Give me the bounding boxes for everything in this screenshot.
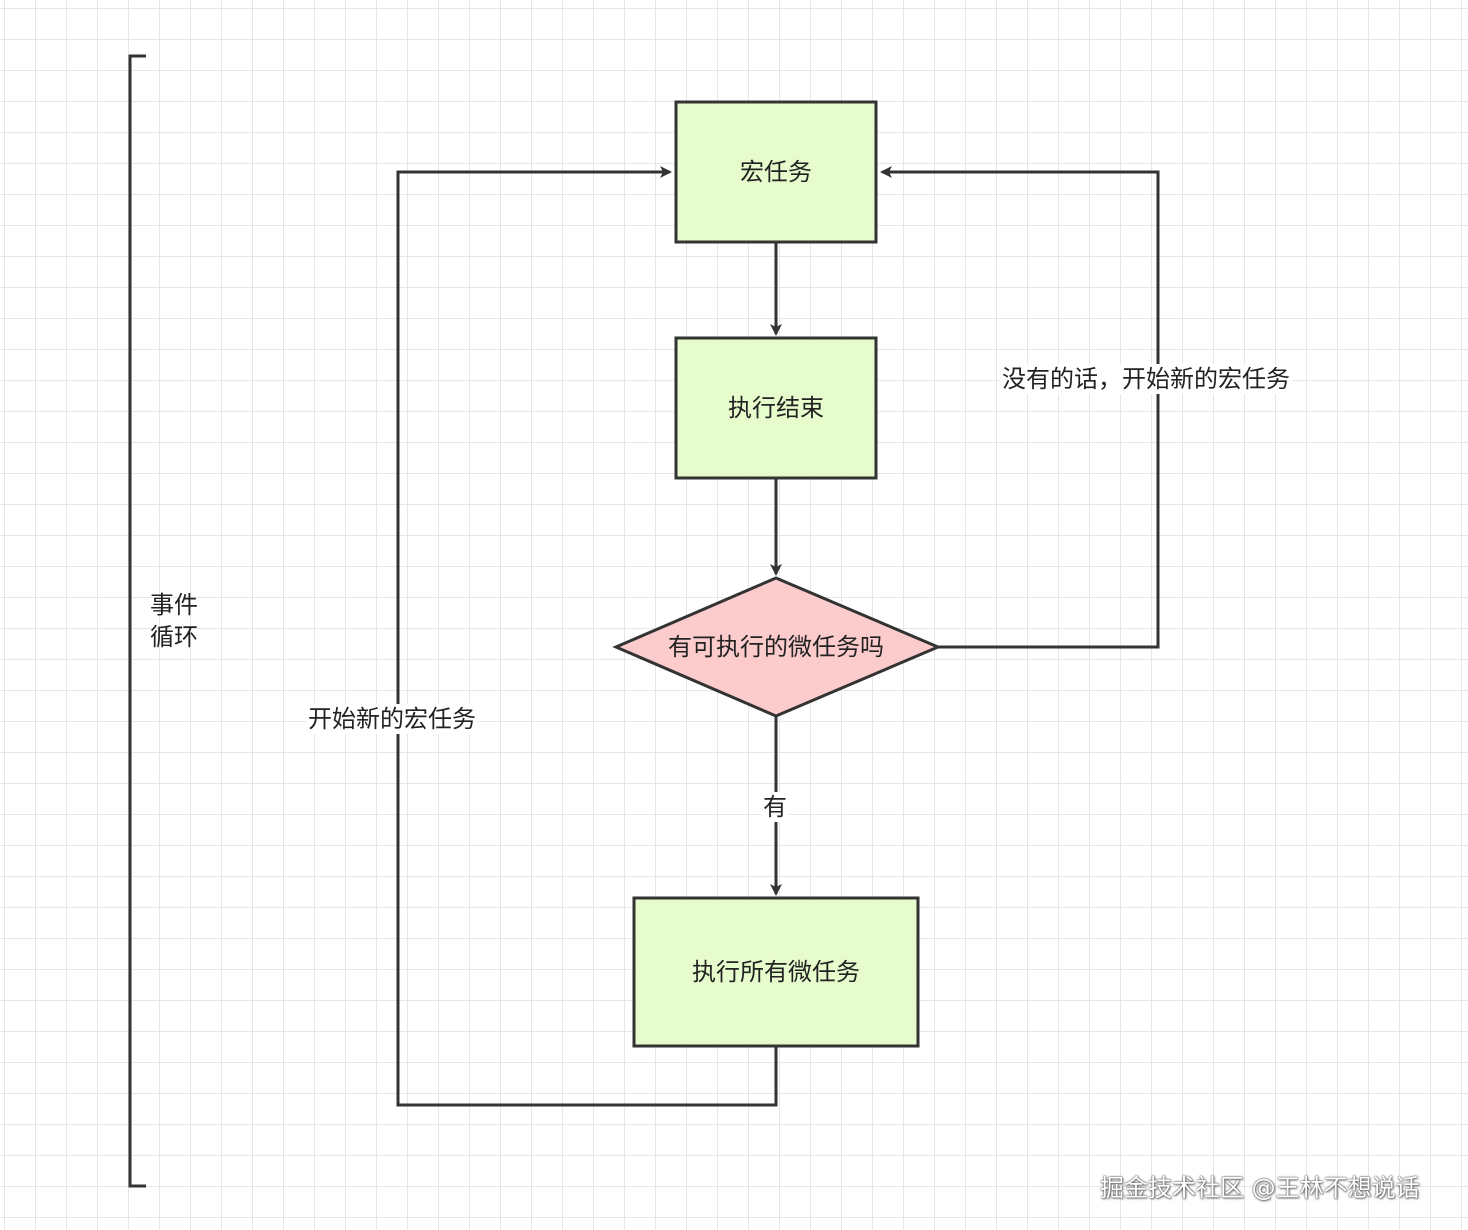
watermark: 掘金技术社区 @王林不想说话: [1100, 1174, 1420, 1202]
node-decision: 有可执行的微任务吗: [612, 576, 942, 718]
edge-label-yes: 有: [761, 792, 789, 822]
edge-micro-to-macro: [396, 166, 778, 1107]
event-loop-label: 事件 循环: [150, 591, 198, 651]
event-loop-bracket: [128, 54, 146, 1188]
node-decision-label: 有可执行的微任务吗: [668, 633, 884, 661]
node-exec-all-micro-label: 执行所有微任务: [692, 958, 860, 986]
edge-label-start-new: 开始新的宏任务: [306, 704, 478, 734]
edge-label-no-start-new: 没有的话，开始新的宏任务: [1000, 364, 1292, 394]
node-exec-end-label: 执行结束: [728, 394, 824, 422]
node-macro-task-label: 宏任务: [740, 158, 812, 186]
node-macro-task: 宏任务: [674, 100, 878, 244]
node-exec-all-micro: 执行所有微任务: [632, 896, 920, 1048]
edge-decision-no-to-macro: [880, 166, 1160, 649]
node-exec-end: 执行结束: [674, 336, 878, 480]
